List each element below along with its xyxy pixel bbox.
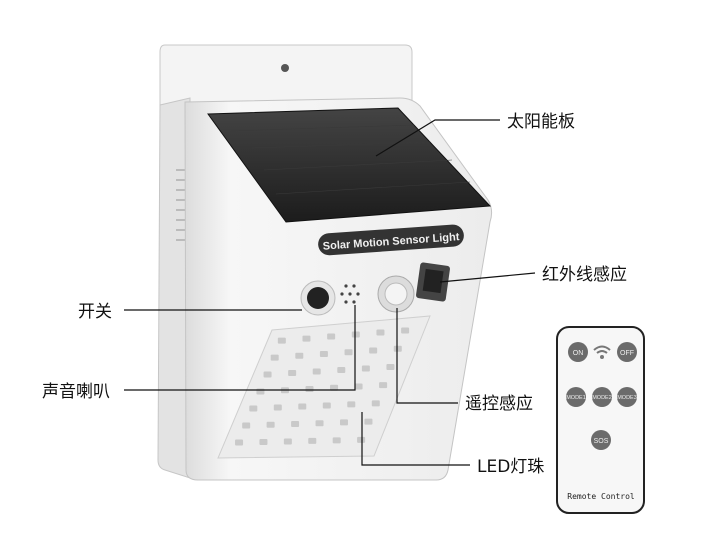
led-bead bbox=[305, 386, 314, 393]
svg-text:ON: ON bbox=[573, 350, 584, 357]
callout-solar-panel: 太阳能板 bbox=[507, 112, 575, 132]
led-bead bbox=[376, 329, 385, 336]
side-wall bbox=[157, 97, 191, 479]
led-bead bbox=[332, 437, 341, 444]
wifi-icon bbox=[593, 345, 611, 359]
led-bead bbox=[319, 351, 328, 358]
led-bead bbox=[259, 438, 268, 445]
led-bead bbox=[351, 331, 360, 338]
led-bead bbox=[277, 337, 286, 344]
led-bead bbox=[266, 421, 275, 428]
led-bead bbox=[357, 436, 366, 443]
led-bead bbox=[401, 327, 410, 334]
off-button[interactable]: OFF bbox=[617, 342, 637, 362]
mode2-button[interactable]: MODE2 bbox=[592, 387, 612, 407]
led-bead bbox=[354, 383, 363, 390]
svg-text:OFF: OFF bbox=[620, 350, 634, 357]
led-bead bbox=[298, 403, 307, 410]
led-bead bbox=[369, 347, 378, 354]
side-vents bbox=[176, 169, 186, 241]
led-bead bbox=[361, 365, 370, 372]
sensor-lens bbox=[384, 282, 408, 306]
led-bead bbox=[270, 354, 279, 361]
led-bead bbox=[393, 345, 402, 352]
svg-text:SOS: SOS bbox=[594, 438, 609, 445]
led-bead bbox=[347, 401, 356, 408]
mounting-hole bbox=[281, 64, 289, 72]
led-bead bbox=[327, 333, 336, 340]
led-bead bbox=[337, 366, 346, 373]
led-bead bbox=[263, 371, 272, 378]
solar-panel bbox=[207, 107, 492, 223]
remote-title: Remote Control bbox=[567, 492, 635, 501]
led-bead bbox=[379, 382, 388, 389]
svg-text:MODE2: MODE2 bbox=[592, 395, 612, 401]
remote-control: ON OFF MODE1 MODE2 MODE3 SOS Remote Cont… bbox=[556, 326, 645, 514]
led-bead bbox=[315, 420, 324, 427]
callout-switch: 开关 bbox=[78, 302, 112, 322]
callout-led-beads: LED灯珠 bbox=[477, 457, 544, 477]
led-bead bbox=[283, 438, 292, 445]
led-bead bbox=[242, 422, 251, 429]
led-bead bbox=[235, 439, 244, 446]
callout-speaker: 声音喇叭 bbox=[42, 382, 110, 402]
switch-knob bbox=[307, 287, 329, 309]
led-bead bbox=[364, 418, 373, 425]
led-bead bbox=[302, 335, 311, 342]
svg-text:MODE1: MODE1 bbox=[566, 395, 586, 401]
led-bead bbox=[344, 349, 353, 356]
svg-text:MODE3: MODE3 bbox=[617, 395, 637, 401]
infrared-lens bbox=[422, 268, 444, 294]
callout-remote-sensor: 遥控感应 bbox=[465, 394, 533, 414]
led-bead bbox=[339, 419, 348, 426]
sos-button[interactable]: SOS bbox=[591, 430, 611, 450]
callout-infrared-sensor: 红外线感应 bbox=[542, 265, 627, 285]
led-bead bbox=[312, 368, 321, 375]
led-bead bbox=[288, 370, 297, 377]
led-bead bbox=[249, 405, 258, 412]
led-bead bbox=[330, 384, 339, 391]
led-bead bbox=[386, 363, 395, 370]
led-bead bbox=[371, 400, 380, 407]
led-bead bbox=[322, 402, 331, 409]
mode1-button[interactable]: MODE1 bbox=[566, 387, 586, 407]
led-bead bbox=[308, 437, 317, 444]
led-bead bbox=[273, 404, 282, 411]
led-beads bbox=[235, 327, 410, 446]
led-bead bbox=[295, 352, 304, 359]
mode3-button[interactable]: MODE3 bbox=[617, 387, 637, 407]
speaker-holes bbox=[340, 284, 360, 304]
led-bead bbox=[291, 420, 300, 427]
on-button[interactable]: ON bbox=[568, 342, 588, 362]
callout-lines bbox=[124, 119, 536, 466]
solar-grid bbox=[229, 124, 471, 195]
product-label-badge: Solar Motion Sensor Light bbox=[318, 224, 464, 256]
